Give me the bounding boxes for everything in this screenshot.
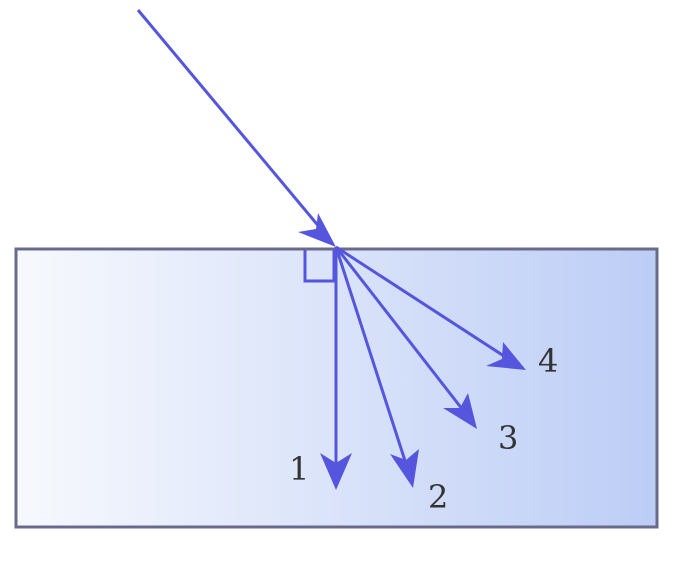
ray-2 — [334, 246, 419, 488]
right-angle-marker — [303, 250, 336, 283]
ray-3 — [334, 246, 477, 429]
ray-3-label: 3 — [498, 419, 518, 457]
ray-1 — [320, 247, 352, 490]
incident-ray — [136, 9, 336, 247]
ray-4-label: 4 — [538, 342, 558, 380]
ray-1-label: 1 — [289, 450, 309, 488]
ray-2-label: 2 — [428, 478, 448, 516]
ray-4 — [335, 245, 526, 370]
